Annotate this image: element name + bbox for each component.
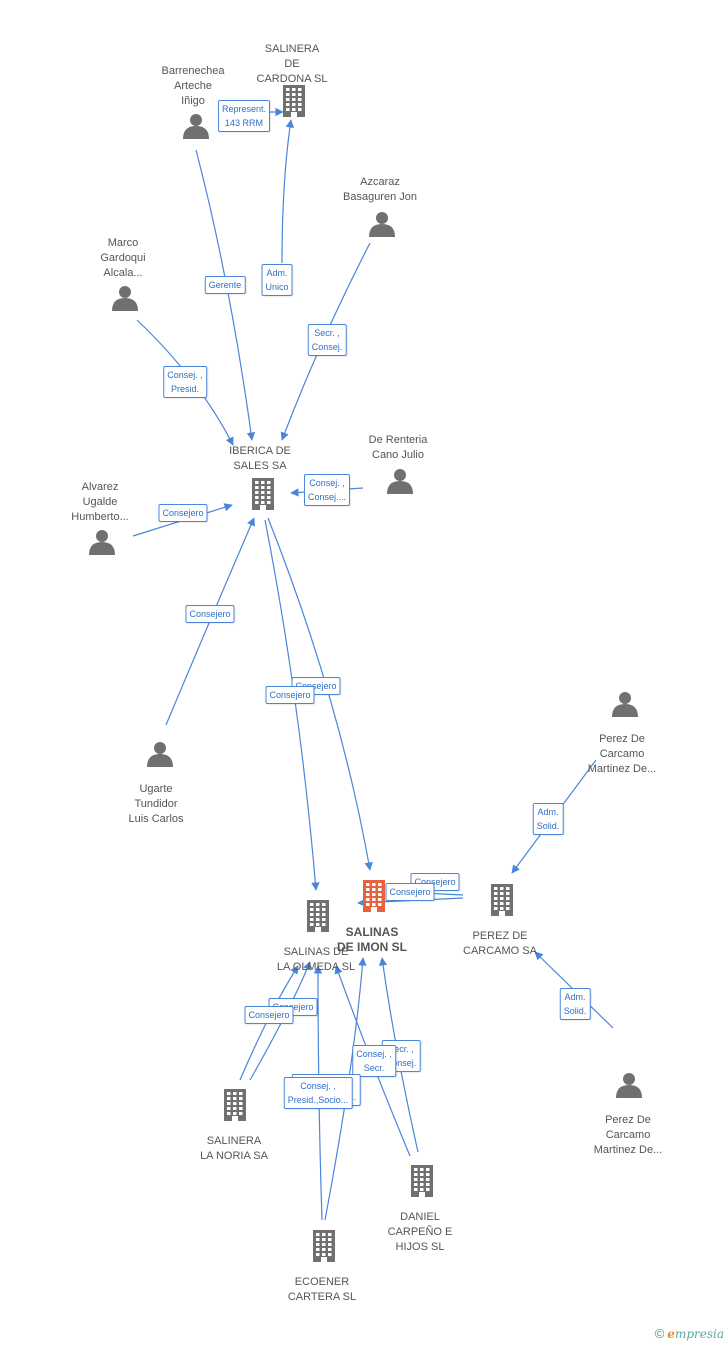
copyright-symbol: © [654,1326,665,1341]
brand-logo: empresia [667,1327,724,1341]
node-label-perez2[interactable]: Perez De Carcamo Martinez De... [593,1114,663,1156]
node-label-azcaraz[interactable]: Azcaraz Basaguren Jon [343,176,417,203]
edge-role-label[interactable]: Represent. 143 RRM [217,100,271,132]
building-icon[interactable] [363,880,385,912]
edge-role-label[interactable]: Consejero [185,605,235,623]
building-icon[interactable] [283,85,305,117]
edge-role-label[interactable]: Consej. , Secr. [352,1045,396,1077]
edge-role-label[interactable]: Secr. , Consej. [307,324,347,356]
person-icon[interactable] [612,692,638,717]
building-icon[interactable] [307,900,329,932]
edge-role-label[interactable]: Adm. Unico [261,264,293,296]
edge-role-label[interactable]: Consej. , Presid. [163,366,207,398]
edge-role-label[interactable]: Consej. , Presid.,Socio... [283,1077,353,1109]
person-icon[interactable] [387,469,413,494]
edge-role-label[interactable]: Gerente [204,276,246,294]
node-label-salinas-imon[interactable]: SALINAS DE IMON SL [336,925,407,954]
icon-layer [89,85,642,1262]
edge-role-label[interactable]: Consejero [244,1006,294,1024]
person-icon[interactable] [112,286,138,311]
node-label-perez1[interactable]: Perez De Carcamo Martinez De... [587,733,657,775]
edge-line [281,119,295,264]
building-icon[interactable] [411,1165,433,1197]
edge-role-label[interactable]: Consej. , Consej.... [303,474,351,506]
edge-role-label[interactable]: Adm. Solid. [559,988,591,1020]
node-label-perez-sa[interactable]: PEREZ DE CARCAMO SA [463,930,537,957]
person-icon[interactable] [616,1073,642,1098]
edge-role-label[interactable]: Consejero [265,686,315,704]
footer-brand[interactable]: ©empresia [655,1326,724,1341]
edge-role-label[interactable]: Consejero [385,883,435,901]
node-label-salinera-cardona[interactable]: SALINERA DE CARDONA SL [256,43,328,85]
person-icon[interactable] [183,114,209,139]
node-label-barrenechea[interactable]: Barrenechea Arteche Iñigo [161,65,225,107]
node-label-ecoener[interactable]: ECOENER CARTERA SL [287,1276,357,1303]
edge-line [264,519,320,891]
edge-role-label[interactable]: Consejero [158,504,208,522]
node-label-ugarte[interactable]: Ugarte Tundidor Luis Carlos [128,783,184,825]
person-icon[interactable] [89,530,115,555]
node-label-daniel[interactable]: DANIEL CARPEÑO E HIJOS SL [387,1211,453,1253]
node-label-alvarez[interactable]: Alvarez Ugalde Humberto... [71,481,129,523]
node-label-noria[interactable]: SALINERA LA NORIA SA [200,1135,268,1162]
node-label-derenteria[interactable]: De Renteria Cano Julio [368,434,428,461]
building-icon[interactable] [313,1230,335,1262]
building-icon[interactable] [224,1089,246,1121]
edge-line [267,517,373,871]
node-label-iberica[interactable]: IBERICA DE SALES SA [229,445,291,472]
node-label-olmeda[interactable]: SALINAS DE LA OLMEDA SL [276,946,356,973]
node-label-marco[interactable]: Marco Gardoqui Alcala... [100,237,146,279]
edge-role-label[interactable]: Adm. Solid. [532,803,564,835]
building-icon[interactable] [491,884,513,916]
building-icon[interactable] [252,478,274,510]
person-icon[interactable] [369,212,395,237]
person-icon[interactable] [147,742,173,767]
